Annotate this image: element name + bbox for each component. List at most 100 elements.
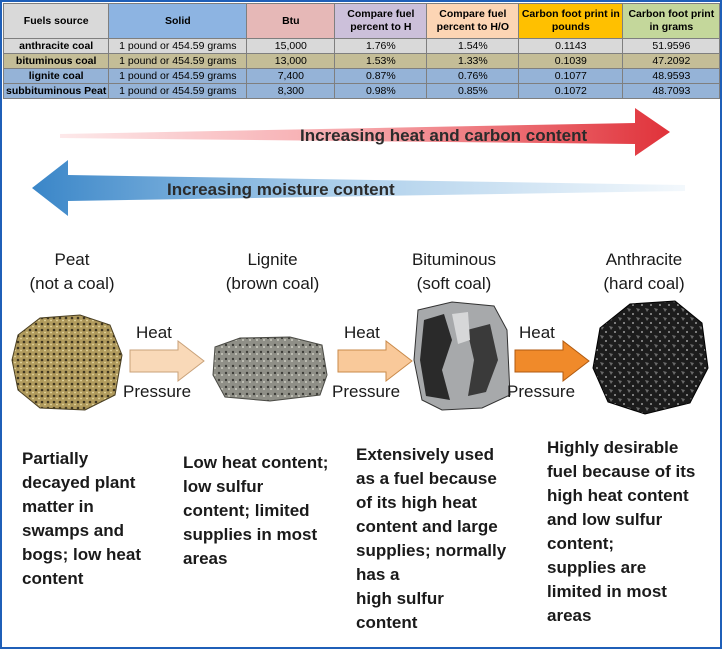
peat-subtitle: (not a coal): [29, 274, 115, 293]
table-cell: 51.9596: [622, 38, 721, 54]
stage-title-peat: Peat (not a coal): [12, 248, 132, 296]
pressure-label-3: Pressure: [507, 382, 576, 401]
table-header-row: Fuels source Solid Btu Compare fuel perc…: [2, 3, 721, 39]
table-cell: 0.85%: [426, 83, 520, 99]
pressure-label-1: Pressure: [123, 382, 192, 401]
desc-line: content;: [547, 534, 615, 553]
desc-line: high heat content: [547, 486, 689, 505]
header-fuels-source: Fuels source: [2, 3, 110, 39]
anthracite-title: Anthracite: [605, 250, 683, 269]
table-cell: anthracite coal: [2, 38, 110, 54]
table-cell: 0.87%: [334, 68, 428, 84]
table-cell: 1.54%: [426, 38, 520, 54]
peat-rock-image: [11, 314, 123, 411]
desc-line: Low heat content;: [183, 453, 329, 472]
table-cell: 0.98%: [334, 83, 428, 99]
table-row: anthracite coal 1 pound or 454.59 grams …: [2, 38, 721, 54]
anthracite-description: Highly desirable fuel because of its hig…: [547, 436, 695, 628]
desc-line: areas: [183, 549, 228, 568]
table-cell: 0.1072: [518, 83, 624, 99]
header-compare-h: Compare fuel percent to H: [334, 3, 428, 39]
table-cell: 1 pound or 454.59 grams: [108, 38, 248, 54]
header-carbon-grams: Carbon foot print in grams: [622, 3, 721, 39]
lignite-description: Low heat content; low sulfur content; li…: [183, 451, 328, 571]
header-btu: Btu: [246, 3, 336, 39]
table-cell: 0.1143: [518, 38, 624, 54]
desc-line: has a: [356, 565, 400, 584]
desc-line: content: [22, 569, 84, 588]
desc-line: and low sulfur: [547, 510, 663, 529]
stage-title-lignite: Lignite (brown coal): [210, 248, 335, 296]
desc-line: as a fuel because: [356, 469, 497, 488]
step-arrow-1: [129, 340, 205, 382]
desc-line: low sulfur: [183, 477, 264, 496]
bituminous-description: Extensively used as a fuel because of it…: [356, 443, 506, 635]
heat-carbon-label: Increasing heat and carbon content: [300, 126, 588, 145]
heat-label-2: Heat: [344, 323, 380, 342]
pressure-label-2: Pressure: [332, 382, 401, 401]
stage-title-anthracite: Anthracite (hard coal): [584, 248, 704, 296]
table-cell: 1.76%: [334, 38, 428, 54]
desc-line: content and large: [356, 517, 498, 536]
table-row: subbituminous Peat 1 pound or 454.59 gra…: [2, 83, 721, 99]
table-cell: 0.1077: [518, 68, 624, 84]
peat-description: Partially decayed plant matter in swamps…: [22, 447, 141, 591]
table-cell: 1.33%: [426, 53, 520, 69]
table-cell: 0.1039: [518, 53, 624, 69]
table-row: bituminous coal 1 pound or 454.59 grams …: [2, 53, 721, 69]
heat-label-3: Heat: [519, 323, 555, 342]
heat-label-1: Heat: [136, 323, 172, 342]
desc-line: Partially: [22, 449, 89, 468]
table-cell: 13,000: [246, 53, 336, 69]
bituminous-subtitle: (soft coal): [416, 274, 492, 293]
table-cell: 7,400: [246, 68, 336, 84]
fuel-comparison-table: Fuels source Solid Btu Compare fuel perc…: [2, 3, 721, 99]
bituminous-rock-image: [413, 301, 511, 411]
table-cell: 8,300: [246, 83, 336, 99]
step-arrow-2: [337, 340, 413, 382]
desc-line: of its high heat: [356, 493, 477, 512]
table-row: lignite coal 1 pound or 454.59 grams 7,4…: [2, 68, 721, 84]
desc-line: decayed plant: [22, 473, 136, 492]
table-cell: 1 pound or 454.59 grams: [108, 53, 248, 69]
bituminous-title: Bituminous: [411, 250, 497, 269]
desc-line: bogs; low heat: [22, 545, 141, 564]
desc-line: content: [356, 613, 418, 632]
stage-title-bituminous: Bituminous (soft coal): [394, 248, 514, 296]
table-cell: bituminous coal: [2, 53, 110, 69]
anthracite-rock-image: [592, 300, 709, 415]
table-cell: 1 pound or 454.59 grams: [108, 83, 248, 99]
table-cell: 47.2092: [622, 53, 721, 69]
step-arrow-3: [514, 340, 590, 382]
moisture-arrow: [32, 160, 685, 216]
table-cell: 15,000: [246, 38, 336, 54]
desc-line: areas: [547, 606, 592, 625]
table-cell: 1.53%: [334, 53, 428, 69]
header-carbon-pounds: Carbon foot print in pounds: [518, 3, 624, 39]
table-cell: subbituminous Peat: [2, 83, 110, 99]
table-cell: lignite coal: [2, 68, 110, 84]
lignite-title: Lignite: [247, 250, 298, 269]
desc-line: Highly desirable: [547, 438, 679, 457]
lignite-rock-image: [212, 336, 328, 402]
desc-line: matter in: [22, 497, 94, 516]
anthracite-subtitle: (hard coal): [603, 274, 685, 293]
lignite-subtitle: (brown coal): [225, 274, 320, 293]
desc-line: limited in most: [547, 582, 667, 601]
desc-line: Extensively used: [356, 445, 494, 464]
desc-line: supplies in most: [183, 525, 318, 544]
peat-title: Peat: [54, 250, 90, 269]
desc-line: fuel because of its: [547, 462, 696, 481]
header-compare-ho: Compare fuel percent to H/O: [426, 3, 520, 39]
heat-carbon-arrow: [60, 108, 670, 156]
table-cell: 48.7093: [622, 83, 721, 99]
moisture-label: Increasing moisture content: [167, 180, 395, 199]
desc-line: high sulfur: [356, 589, 444, 608]
desc-line: swamps and: [22, 521, 125, 540]
table-cell: 1 pound or 454.59 grams: [108, 68, 248, 84]
desc-line: supplies are: [547, 558, 647, 577]
desc-line: content; limited: [183, 501, 310, 520]
table-cell: 0.76%: [426, 68, 520, 84]
table-cell: 48.9593: [622, 68, 721, 84]
